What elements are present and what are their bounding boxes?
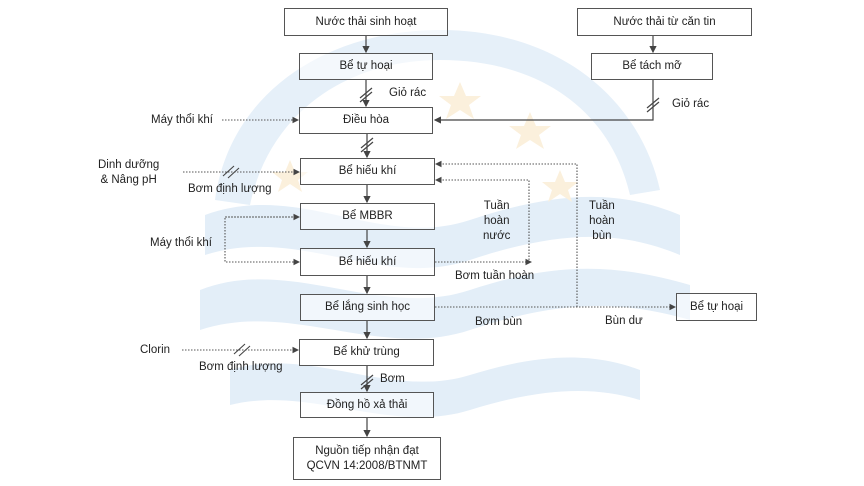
label-line: Dinh dưỡng bbox=[98, 159, 160, 171]
node-label: Bể lắng sinh học bbox=[324, 301, 411, 313]
dosing-pump-mark bbox=[222, 165, 240, 179]
label-line: Tuần bbox=[589, 200, 615, 212]
node-label: Bể hiếu khí bbox=[338, 165, 397, 177]
flow-arrow bbox=[433, 80, 654, 124]
dosing-pump-mark bbox=[233, 343, 251, 357]
watermark-star bbox=[509, 112, 551, 149]
screen-mark bbox=[646, 97, 660, 113]
node-label: Bể MBBR bbox=[342, 210, 393, 222]
node-grease-trap: Bể tách mỡ bbox=[591, 53, 713, 80]
node-label: Điều hòa bbox=[342, 114, 390, 126]
label-line: bùn bbox=[592, 230, 612, 242]
screen-mark bbox=[359, 87, 373, 103]
pump-mark bbox=[360, 374, 374, 390]
watermark-wave-2 bbox=[200, 268, 690, 339]
node-label: Nước thải sinh hoạt bbox=[315, 15, 417, 28]
watermark-star bbox=[542, 170, 578, 202]
node-aerobic-tank-1: Bể hiếu khí bbox=[300, 158, 435, 185]
node-label: Bể tự hoại bbox=[689, 300, 744, 313]
node-septic-tank: Bể tự hoại bbox=[299, 53, 433, 80]
label-recirculation-pump: Bơm tuần hoàn bbox=[455, 270, 535, 282]
air-line bbox=[224, 216, 301, 266]
node-disinfection-tank: Bể khử trùng bbox=[299, 339, 434, 366]
node-flow-meter: Đồng hồ xả thải bbox=[300, 392, 434, 418]
node-label: Đồng hồ xả thải bbox=[326, 398, 408, 411]
watermark-star bbox=[439, 82, 481, 119]
label-sludge-recirculation: Tuần hoàn bùn bbox=[589, 199, 615, 244]
label-air-blower: Máy thổi khí bbox=[150, 237, 212, 249]
node-label: Bể hiếu khí bbox=[338, 255, 397, 268]
label-chlorine: Clorin bbox=[140, 344, 171, 356]
label-air-blower: Máy thổi khí bbox=[151, 114, 213, 126]
recirculation-line bbox=[434, 176, 530, 263]
node-label: Nước thải từ căn tin bbox=[613, 15, 716, 28]
label-line: & Nâng pH bbox=[100, 174, 157, 186]
node-domestic-wastewater: Nước thải sinh hoạt bbox=[284, 8, 448, 36]
label-trash-basket: Giỏ rác bbox=[672, 98, 710, 110]
label-line: nước bbox=[483, 230, 511, 242]
label-dosing-pump: Bơm định lượng bbox=[188, 183, 272, 195]
node-label: Bể tách mỡ bbox=[622, 60, 682, 72]
node-mbbr-tank: Bể MBBR bbox=[300, 203, 435, 230]
node-label: Bể tự hoại bbox=[339, 60, 393, 72]
screen-mark bbox=[360, 137, 374, 153]
node-label-line1: Nguồn tiếp nhận đạt bbox=[315, 444, 419, 457]
node-label: Bể khử trùng bbox=[333, 346, 400, 358]
node-aerobic-tank-2: Bể hiếu khí bbox=[300, 248, 435, 276]
watermark-star bbox=[272, 160, 308, 192]
label-line: Tuần bbox=[483, 200, 510, 212]
node-sludge-septic-tank: Bể tự hoại bbox=[676, 293, 757, 321]
node-settling-tank: Bể lắng sinh học bbox=[300, 294, 435, 321]
label-nutrient-ph: Dinh dưỡng & Nâng pH bbox=[98, 158, 159, 188]
node-receiving-water: Nguồn tiếp nhận đạt QCVN 14:2008/BTNMT bbox=[293, 437, 441, 480]
label-excess-sludge: Bùn dư bbox=[605, 315, 643, 327]
label-sludge-pump: Bơm bùn bbox=[475, 316, 523, 328]
sludge-recirculation-line bbox=[434, 160, 578, 307]
node-canteen-wastewater: Nước thải từ căn tin bbox=[577, 8, 752, 36]
node-equalization-tank: Điều hòa bbox=[299, 107, 433, 134]
label-dosing-pump: Bơm định lượng bbox=[199, 361, 283, 373]
label-water-recirculation: Tuần hoàn nước bbox=[483, 199, 510, 244]
label-trash-basket: Giỏ rác bbox=[389, 87, 427, 99]
label-line: hoàn bbox=[589, 215, 615, 227]
node-label-line2: QCVN 14:2008/BTNMT bbox=[306, 459, 428, 472]
label-pump: Bơm bbox=[380, 373, 405, 385]
label-line: hoàn bbox=[483, 215, 510, 227]
